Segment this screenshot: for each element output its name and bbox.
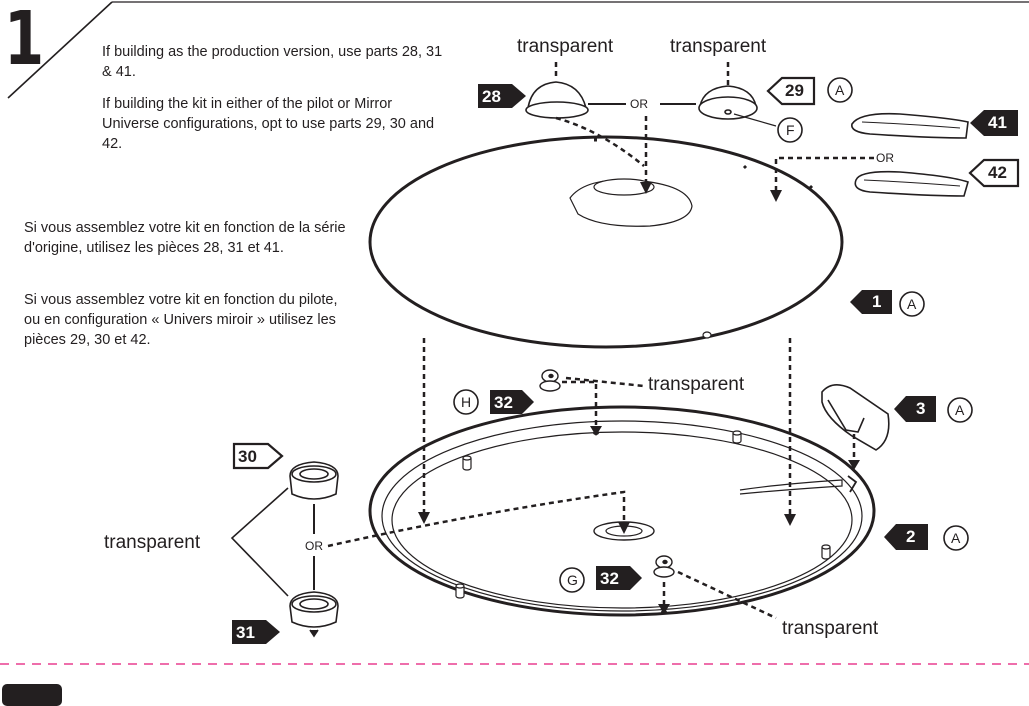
code-a-3: A [955,402,965,418]
label-transparent-32-g: transparent [782,618,879,639]
part-41-number: 41 [988,113,1007,132]
label-transparent-28: transparent [517,36,614,57]
base-part-2 [368,405,876,617]
instruction-fr-2: Si vous assemblez votre kit en fonction … [24,292,338,348]
label-transparent-29: transparent [670,36,767,57]
disc-part-1-hole [593,178,655,196]
cap-part-28 [525,81,589,119]
part-tags [232,76,1020,644]
guide-arrowheads [418,182,860,614]
stand-part-30 [289,461,339,500]
code-h: H [461,394,472,410]
part-32-g-number: 32 [600,569,619,588]
step-number: 1 [4,0,45,82]
disc-part-1-pin [702,331,712,339]
screw-part-32-g [653,555,675,578]
part-1-number: 1 [872,292,882,311]
guide-lines [327,62,874,620]
part-32-h-number: 32 [494,393,513,412]
code-g: G [567,572,578,588]
code-a-2: A [951,530,961,546]
screw-part-32-h [539,369,561,392]
part-3-number: 3 [916,399,926,418]
or-label-caps: OR [630,97,648,111]
instruction-fr-1: Si vous assemblez votre kit en fonction … [24,220,346,256]
part-3-piece [821,384,890,451]
part-42-number: 42 [988,163,1007,182]
or-label-stands: OR [305,539,323,553]
part-31-number: 31 [236,623,255,642]
part-2-number: 2 [906,527,916,546]
part-30-number: 30 [238,447,257,466]
next-step-number-box [2,684,62,706]
stand-part-31 [289,591,339,638]
header-slash [7,1,113,99]
instruction-en-2: If building the kit in either of the pil… [102,96,435,152]
cap-part-29 [698,85,758,120]
code-a-29: A [835,82,845,98]
code-f: F [786,122,795,138]
handle-part-42 [854,170,969,197]
handle-part-41 [851,112,969,139]
or-label-handles: OR [876,151,894,165]
instruction-en-1: If building as the production version, u… [102,44,443,80]
label-transparent-32-h: transparent [648,374,745,395]
code-a-1: A [907,296,917,312]
disc-part-1 [368,135,844,349]
circle-codes [453,77,973,593]
part-29-number: 29 [785,81,804,100]
part-28-number: 28 [482,87,501,106]
label-transparent-stand: transparent [104,532,201,553]
